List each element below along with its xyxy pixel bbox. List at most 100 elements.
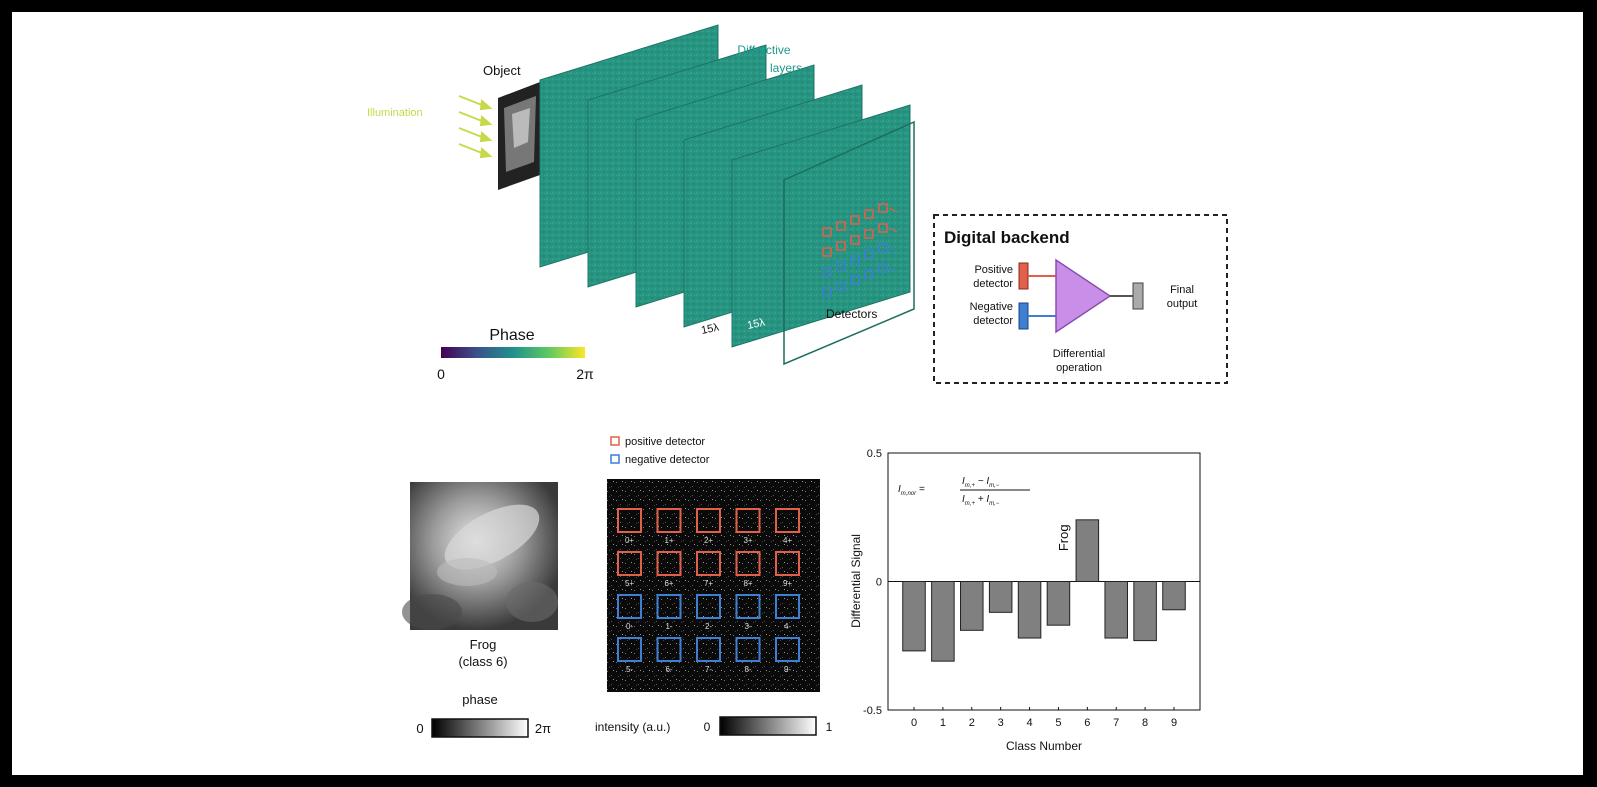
- detector-square-label: 2-: [705, 622, 712, 631]
- chart-xtick-label: 6: [1084, 717, 1090, 729]
- chart-xlabel: Class Number: [1006, 739, 1082, 753]
- detector-square: [656, 551, 682, 576]
- detector-intensity-map: [607, 479, 820, 692]
- chart-xtick-label: 7: [1113, 717, 1119, 729]
- backend-negative-1: Negative: [970, 301, 1013, 313]
- backend-operation-2: operation: [1056, 362, 1102, 374]
- plane-detector-square: [864, 269, 874, 279]
- intensity-colorbar-min: 0: [704, 720, 711, 734]
- plane-detector-lead: [888, 247, 898, 253]
- detectors-label: Detectors: [826, 307, 877, 321]
- plane-detector-square: [878, 203, 888, 213]
- detector-square-label: 4-: [784, 622, 791, 631]
- chart-xtick-label: 5: [1055, 717, 1061, 729]
- intensity-colorbar: [719, 716, 817, 736]
- chart-bar: [988, 581, 1013, 613]
- backend-positive-2: detector: [973, 278, 1013, 290]
- chart-bar: [1104, 581, 1128, 639]
- diffractive-layers: [539, 24, 911, 348]
- plane-detector-square: [836, 281, 846, 291]
- detector-square: [775, 508, 800, 533]
- chart-xtick-label: 1: [940, 717, 946, 729]
- detector-square: [696, 551, 721, 576]
- detector-square-label: 1+: [664, 536, 673, 545]
- backend-output-2: output: [1167, 298, 1198, 310]
- detector-plane: [783, 120, 915, 366]
- chart-bar: [1075, 519, 1100, 583]
- backend-negative-2: detector: [973, 315, 1013, 327]
- detector-square-label: 2+: [704, 536, 713, 545]
- plane-detector-square: [878, 263, 888, 273]
- intensity-colorbar-title: intensity (a.u.): [595, 720, 670, 734]
- chart-bar: [1046, 581, 1071, 626]
- diffractive-label: Diffractive: [737, 43, 790, 57]
- svg-text:Im,+ + Im,−: Im,+ + Im,−: [962, 494, 1000, 507]
- phase-gray-max: 2π: [535, 721, 551, 736]
- backend-title: Digital backend: [944, 228, 1070, 247]
- legend-negative-swatch: [610, 454, 620, 464]
- detector-square-label: 9+: [783, 579, 792, 588]
- chart-ytick-label: -0.5: [863, 705, 882, 717]
- object-label: Object: [483, 63, 521, 78]
- figure-svg: Illumination Object Diffractive layers D…: [367, 24, 1228, 753]
- backend-positive-1: Positive: [974, 264, 1013, 276]
- detector-square: [696, 637, 721, 662]
- illumination-arrows: [458, 95, 493, 159]
- phase-colorbar: [441, 347, 585, 358]
- detector-square-label: 5-: [626, 665, 633, 674]
- phase-gray-colorbar: [431, 718, 529, 738]
- plane-detector-lead: [888, 267, 898, 273]
- detector-square-label: 3+: [743, 536, 752, 545]
- detector-square-label: 7-: [705, 665, 712, 674]
- chart-bar: [1133, 581, 1157, 642]
- detector-square: [617, 551, 642, 576]
- detector-square: [696, 594, 721, 619]
- chart-bar: [960, 581, 984, 631]
- detector-square-label: 9-: [784, 665, 791, 674]
- digital-backend-box: [933, 214, 1228, 384]
- plane-detector-square: [878, 243, 888, 253]
- plane-detector-square: [864, 209, 874, 219]
- backend-operation-1: Differential: [1053, 348, 1105, 360]
- chart-bar: [902, 581, 926, 652]
- detector-square-label: 6-: [665, 665, 672, 674]
- plane-detector-square: [836, 221, 846, 231]
- legend-negative-label: negative detector: [625, 454, 710, 466]
- intensity-colorbar-max: 1: [826, 720, 833, 734]
- detector-square-label: 7+: [704, 579, 713, 588]
- diffractive-label-2: layers: [770, 61, 802, 75]
- object-image: [498, 82, 540, 190]
- plane-detector-lead: [888, 227, 898, 233]
- detector-square: [775, 594, 800, 619]
- illumination-label: Illumination: [367, 107, 423, 119]
- phase-colorbar-title: Phase: [489, 327, 534, 344]
- chart-xtick-label: 4: [1026, 717, 1032, 729]
- plane-detector-square: [822, 287, 832, 297]
- detector-square: [696, 508, 721, 533]
- chart-xtick-label: 3: [998, 717, 1004, 729]
- plane-detector-square: [864, 229, 874, 239]
- detector-square-label: 8-: [744, 665, 751, 674]
- detector-square: [617, 637, 642, 662]
- chart-bar: [931, 581, 955, 662]
- detector-square-label: 6+: [664, 579, 673, 588]
- plane-detector-square: [850, 215, 860, 225]
- detector-square-label: 1-: [665, 622, 672, 631]
- detector-square: [735, 508, 761, 533]
- phase-gray-title: phase: [462, 692, 497, 707]
- detector-square-label: 0-: [626, 622, 633, 631]
- plane-detector-square: [850, 275, 860, 285]
- plane-detector-square: [836, 261, 846, 271]
- chart-ytick-label: 0: [876, 577, 882, 589]
- svg-text:Im,+ − Im,−: Im,+ − Im,−: [962, 476, 1000, 489]
- chart-xtick-label: 8: [1142, 717, 1148, 729]
- chart-xtick-label: 0: [911, 717, 917, 729]
- phase-gray-min: 0: [416, 721, 423, 736]
- plane-detector-square: [878, 223, 888, 233]
- phase-colorbar-min: 0: [437, 366, 445, 382]
- lambda-label-1: 15λ: [700, 321, 720, 337]
- chart-ylabel: Differential Signal: [849, 534, 863, 628]
- frog-caption-1: Frog: [470, 637, 497, 652]
- frog-caption-2: (class 6): [458, 654, 507, 669]
- detector-square: [656, 594, 682, 619]
